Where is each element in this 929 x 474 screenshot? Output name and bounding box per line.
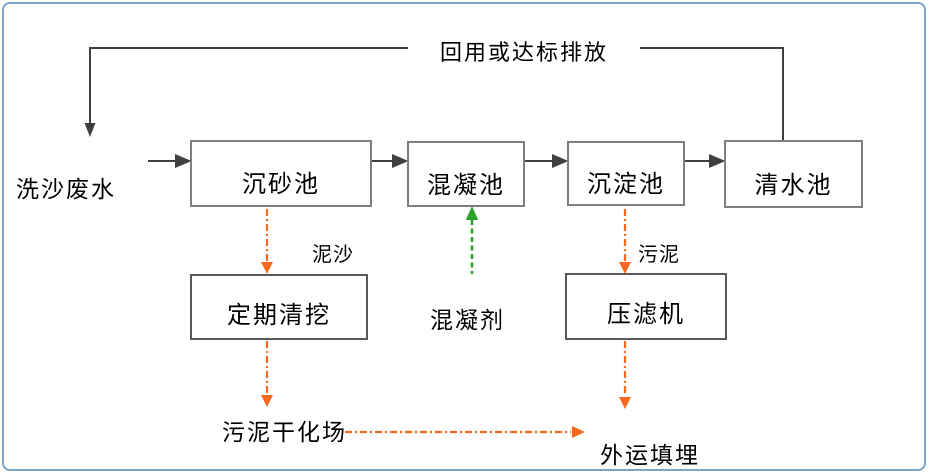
coagulant-arrowhead-icon <box>465 206 479 220</box>
node-filter-press: 压滤机 <box>565 273 727 340</box>
node-sedimentation-tank-label: 沉淀池 <box>587 171 665 198</box>
node-filter-press-label: 压滤机 <box>607 301 685 328</box>
grit-arrowhead-icon <box>261 262 273 274</box>
sludge-arrowhead-icon <box>619 262 631 274</box>
recycle-arrowhead-down-icon <box>84 123 96 137</box>
flow-arrow-2-head-icon <box>552 153 569 169</box>
label-grit: 泥沙 <box>312 244 354 266</box>
node-coagulation-tank-label: 混凝池 <box>427 171 505 199</box>
node-grit-chamber: 沉砂池 <box>190 140 372 207</box>
label-influent: 洗沙废水 <box>16 176 116 202</box>
label-sludge-drying-field: 污泥干化场 <box>222 419 347 445</box>
node-coagulation-tank: 混凝池 <box>407 141 525 207</box>
flow-arrow-3-head-icon <box>709 153 726 169</box>
node-clear-water-tank-label: 清水池 <box>754 171 833 199</box>
sludge-arrowheads <box>261 262 631 438</box>
node-clear-water-tank: 清水池 <box>724 140 863 208</box>
label-offsite-landfill: 外运填埋 <box>600 442 700 468</box>
dredge-out-arrowhead-icon <box>261 395 273 407</box>
label-sludge: 污泥 <box>638 244 680 266</box>
node-sedimentation-tank: 沉淀池 <box>567 141 685 206</box>
node-grit-chamber-label: 沉砂池 <box>242 171 320 198</box>
landfill-arrowhead-icon <box>572 426 585 438</box>
label-coagulant: 混凝剂 <box>430 307 505 333</box>
node-periodic-dredging-label: 定期清挖 <box>227 301 331 329</box>
press-out-arrowhead-icon <box>619 397 631 409</box>
flow-arrow-1-head-icon <box>392 153 409 169</box>
label-recycle-discharge: 回用或达标排放 <box>408 33 640 69</box>
sludge-arrows <box>265 209 627 434</box>
flow-arrows <box>148 153 726 169</box>
node-periodic-dredging: 定期清挖 <box>190 274 368 340</box>
influent-arrowhead-icon <box>175 153 192 169</box>
